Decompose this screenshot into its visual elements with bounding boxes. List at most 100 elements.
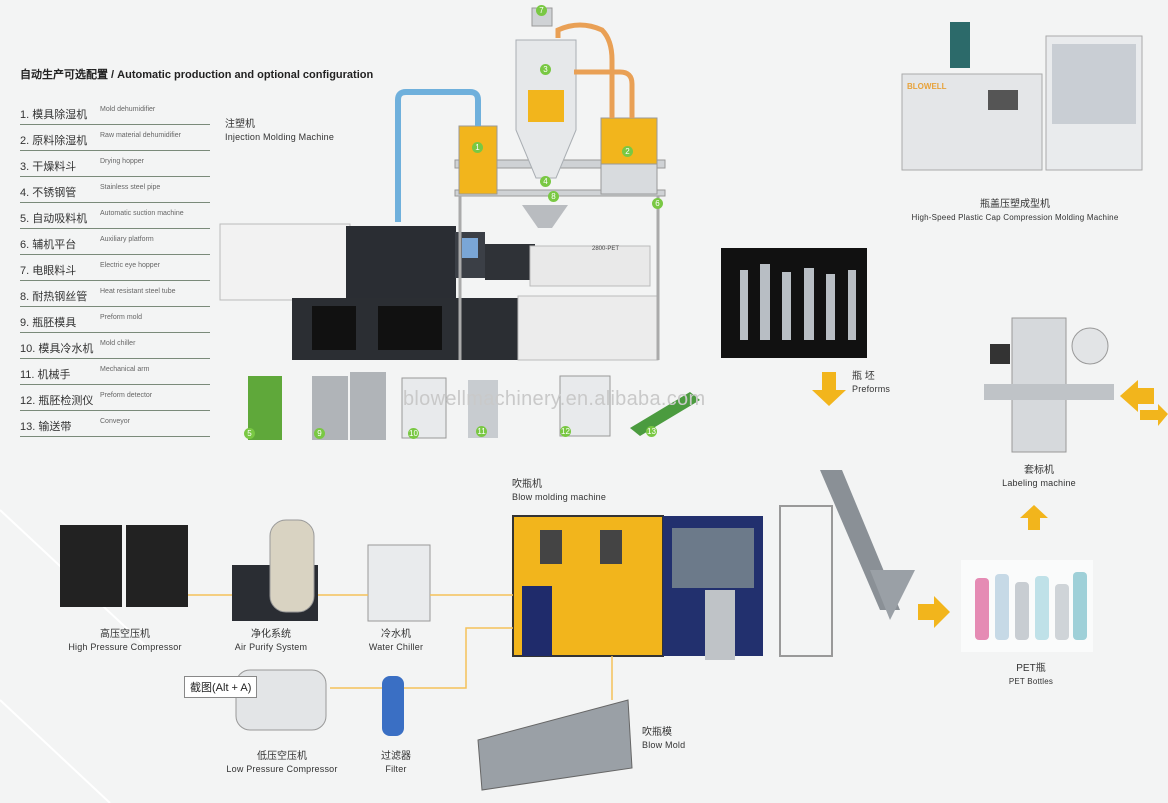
option-en: Drying hopper: [100, 158, 144, 165]
badge: 1: [472, 142, 483, 153]
labeling-conveyor: [984, 384, 1114, 400]
model-label: 2800-PET: [592, 246, 620, 252]
badge: 6: [652, 198, 663, 209]
pet-bottle: [975, 578, 989, 640]
mold-chiller: [401, 377, 447, 439]
option-en: Automatic suction machine: [100, 210, 184, 217]
preform-loader-hopper: [870, 570, 915, 620]
labeling-machine: [984, 317, 1114, 453]
badge: 13: [646, 426, 657, 437]
raw-material-dehumidifier: [600, 117, 658, 165]
badge: 4: [540, 176, 551, 187]
feed-cone: [522, 205, 568, 228]
water-chiller: [367, 544, 431, 622]
preform: [848, 270, 856, 340]
option-cn: 8. 耐热钢丝管: [20, 291, 88, 303]
option-en: Raw material dehumidifier: [100, 132, 181, 139]
option-row: 11. 机械手 Mechanical arm: [20, 360, 210, 385]
blow-machine-panel: [522, 586, 552, 656]
decor-line: [0, 699, 111, 803]
hp-compressor: [60, 525, 122, 607]
option-cn: 4. 不锈钢管: [20, 187, 77, 199]
cap-machine-body: [901, 73, 1043, 171]
air-system: [60, 519, 633, 791]
preform: [782, 272, 791, 340]
preform: [804, 268, 814, 340]
base-window: [312, 306, 356, 350]
heat-resistant-tube: [574, 69, 635, 118]
option-cn: 1. 模具除湿机: [20, 109, 88, 121]
option-en: Electric eye hopper: [100, 262, 160, 269]
option-row: 4. 不锈钢管 Stainless steel pipe: [20, 178, 210, 203]
preform: [760, 264, 770, 340]
option-cn: 11. 机械手: [20, 369, 71, 381]
arrow-down-icon: [812, 372, 846, 406]
arrow-left-icon: [1120, 380, 1154, 412]
option-en: Mechanical arm: [100, 366, 150, 373]
preform: [826, 274, 835, 340]
badge: 3: [540, 64, 551, 75]
barrel-cover: [529, 245, 651, 287]
option-row: 2. 原料除湿机 Raw material dehumidifier: [20, 126, 210, 151]
auxiliary-platform: [454, 7, 666, 360]
brand-label: BLOWELL: [907, 82, 947, 91]
blow-molding-machine: [512, 470, 915, 660]
arrow-up-icon: [1020, 505, 1048, 530]
injection-unit: [485, 244, 535, 280]
arrow-right-icon: [1140, 404, 1168, 426]
badge: 11: [476, 426, 487, 437]
badge: 7: [536, 5, 547, 16]
flow-lines: [188, 594, 613, 700]
option-en: Auxiliary platform: [100, 236, 154, 243]
cap-machine-panel: [988, 90, 1018, 110]
platform-rail: [454, 189, 666, 197]
preform: [740, 270, 748, 340]
blow-machine-window: [600, 530, 622, 564]
option-cn: 10. 模具冷水机: [20, 343, 94, 355]
filter-body: [382, 676, 404, 736]
option-en: Mold dehumidifier: [100, 106, 156, 113]
heat-resistant-tube: [555, 22, 615, 118]
machine-guard: [219, 223, 351, 301]
option-cn: 12. 瓶胚检测仪: [20, 395, 94, 407]
accessories-row: [248, 372, 700, 440]
badge: 2: [622, 146, 633, 157]
conveyor: [630, 392, 700, 436]
watermark: blowellmachinery.en.alibaba.com: [403, 388, 706, 410]
badge: 12: [560, 426, 571, 437]
pet-bottles-shapes: [975, 572, 1087, 640]
badge: 8: [548, 191, 559, 202]
option-cn: 6. 辅机平台: [20, 239, 77, 251]
blow-machine-glass: [672, 528, 754, 588]
mold-dehumidifier: [458, 125, 498, 195]
blow-mold-shape: [477, 699, 633, 791]
pet-bottle: [1055, 584, 1069, 640]
control-screen: [462, 238, 478, 258]
screenshot-tooltip: 截图(Alt + A): [184, 676, 258, 698]
option-en: Stainless steel pipe: [100, 184, 161, 191]
pet-bottle: [1015, 582, 1029, 640]
base-window: [378, 306, 442, 350]
hopper-panel: [528, 90, 564, 122]
hp-compressor: [126, 525, 188, 607]
blow-machine-window: [540, 530, 562, 564]
option-cn: 9. 瓶胚模具: [20, 317, 77, 329]
cap-compression-machine: [901, 22, 1143, 171]
option-cn: 2. 原料除湿机: [20, 135, 88, 147]
arrow-right-icon: [918, 596, 950, 628]
